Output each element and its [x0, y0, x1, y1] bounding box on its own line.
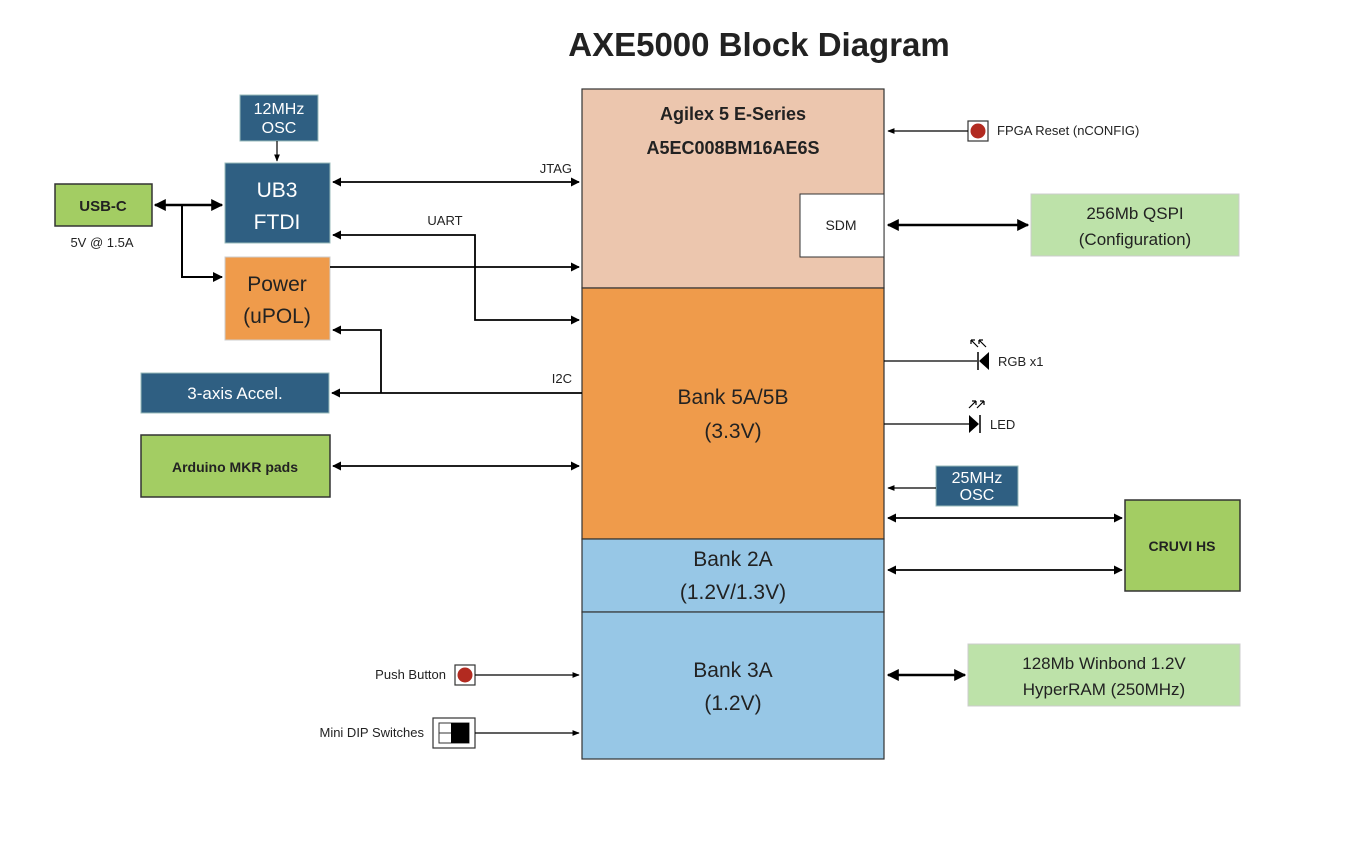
accelerometer-block: 3-axis Accel. — [140, 372, 330, 414]
ftdi-line2: FTDI — [254, 211, 301, 234]
dip-switches-label: Mini DIP Switches — [319, 725, 424, 740]
qspi-line1: 256Mb QSPI — [1086, 204, 1183, 223]
osc-25mhz-line2: OSC — [960, 487, 995, 504]
cruvi-hs-label: CRUVI HS — [1149, 538, 1216, 554]
fpga-block: Agilex 5 E-Series A5EC008BM16AE6S SDM Ba… — [581, 88, 885, 760]
hyperram-line1: 128Mb Winbond 1.2V — [1022, 654, 1186, 673]
uart-connection — [332, 230, 580, 325]
push-button — [454, 664, 476, 686]
usb-c-block: USB-C — [54, 183, 153, 227]
osc-12mhz-line1: 12MHz — [254, 101, 305, 118]
power-line1: Power — [247, 273, 307, 296]
ftdi-line1: UB3 — [257, 179, 298, 202]
arduino-mkr-block: Arduino MKR pads — [140, 434, 331, 498]
bank-2-line2: (1.2V/1.3V) — [680, 581, 786, 604]
jtag-label: JTAG — [540, 161, 572, 176]
dip-switch-icon — [432, 717, 476, 749]
push-button-icon — [457, 667, 473, 683]
i2c-power-connection — [332, 325, 382, 393]
bank-5a-5b — [581, 287, 885, 540]
rgb-led-icon — [970, 339, 989, 370]
power-line2: (uPOL) — [243, 305, 311, 328]
push-button-label: Push Button — [375, 667, 446, 682]
bank-2-line1: Bank 2A — [693, 548, 772, 571]
arduino-mkr-label: Arduino MKR pads — [172, 459, 298, 475]
reset-button-icon — [970, 123, 986, 139]
qspi-line2: (Configuration) — [1079, 230, 1191, 249]
uart-label: UART — [427, 213, 462, 228]
usb-c-power-rating: 5V @ 1.5A — [70, 235, 133, 250]
bank-3-line1: Bank 3A — [693, 659, 772, 682]
led-label: LED — [990, 417, 1015, 432]
sdm-label: SDM — [825, 217, 856, 233]
bank-5-line2: (3.3V) — [704, 420, 761, 443]
bank-3a — [581, 611, 885, 760]
osc-25mhz-block: 25MHz OSC — [935, 465, 1019, 507]
diagram-title: AXE5000 Block Diagram — [568, 26, 950, 63]
usb-power-connection — [181, 205, 223, 282]
fpga-series-label: Agilex 5 E-Series — [660, 104, 806, 124]
osc-12mhz-block: 12MHz OSC — [239, 94, 319, 142]
fpga-reset-button — [967, 120, 989, 142]
usb-c-label: USB-C — [79, 198, 127, 215]
osc-12mhz-line2: OSC — [262, 120, 297, 137]
sdm-box — [799, 193, 885, 258]
hyperram-block: 128Mb Winbond 1.2V HyperRAM (250MHz) — [967, 643, 1241, 707]
fpga-part-number: A5EC008BM16AE6S — [646, 138, 819, 158]
bank-3-line2: (1.2V) — [704, 692, 761, 715]
cruvi-hs-block: CRUVI HS — [1124, 499, 1241, 592]
qspi-flash-block: 256Mb QSPI (Configuration) — [1030, 193, 1240, 257]
rgb-label: RGB x1 — [998, 354, 1044, 369]
ftdi-block: UB3 FTDI — [224, 162, 331, 244]
accelerometer-label: 3-axis Accel. — [187, 384, 282, 403]
usb-c-box — [54, 183, 153, 227]
hyperram-line2: HyperRAM (250MHz) — [1023, 680, 1185, 699]
i2c-label: I2C — [552, 371, 572, 386]
fpga-reset-label: FPGA Reset (nCONFIG) — [997, 123, 1139, 138]
power-block: Power (uPOL) — [224, 256, 331, 341]
led-icon — [968, 400, 985, 433]
osc-25mhz-line1: 25MHz — [952, 470, 1003, 487]
bank-5-line1: Bank 5A/5B — [678, 386, 789, 409]
